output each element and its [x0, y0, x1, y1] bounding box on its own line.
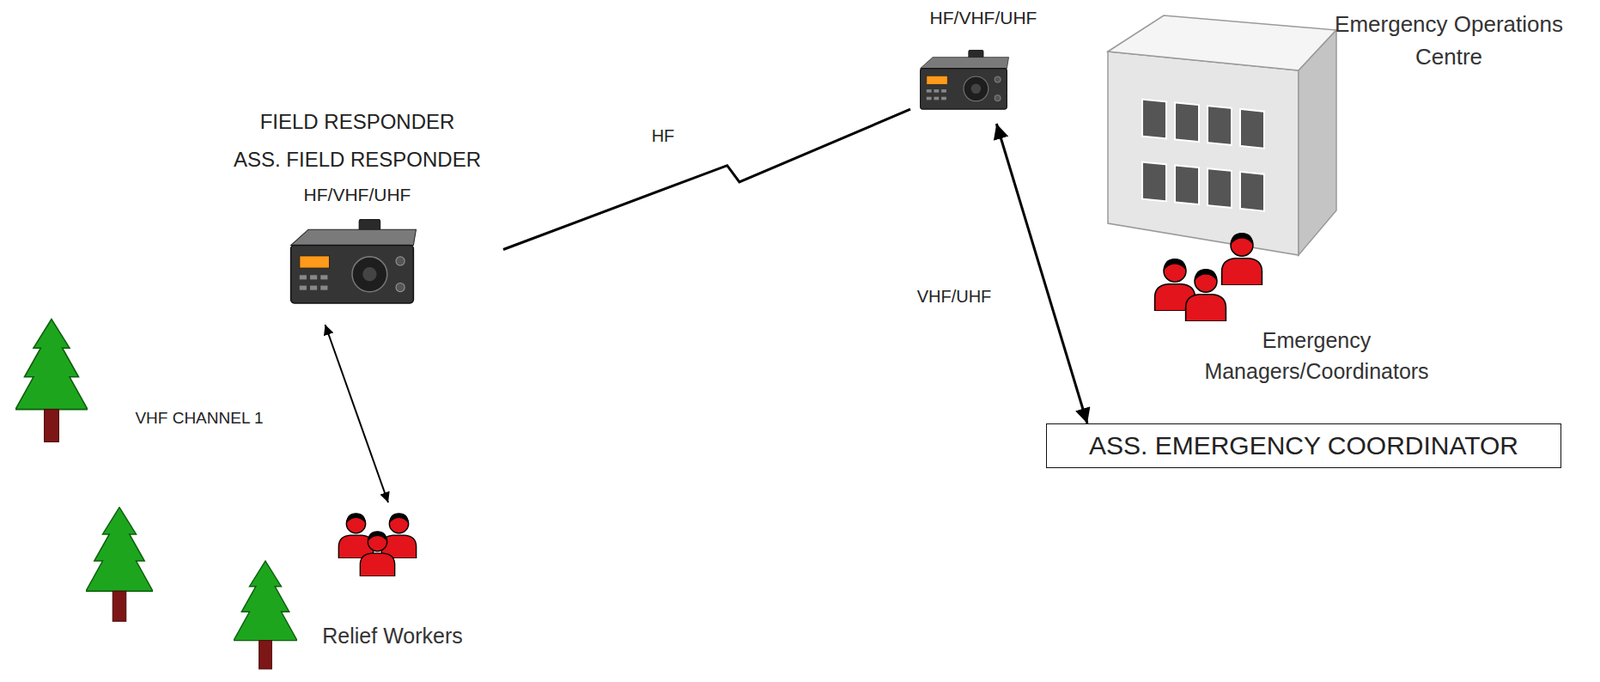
node-label: Emergency Managers/Coordinators: [1161, 324, 1472, 388]
radio-station: FIELD RESPONDER ASS. FIELD RESPONDER HF/VH…: [211, 109, 504, 325]
radio-station: HF/VHF/UHF: [910, 3, 1057, 124]
building-front: [1107, 51, 1299, 256]
link-arrow: [325, 324, 389, 503]
building-node: Emergency Operations CentreEmergency Man…: [1099, 3, 1594, 390]
window: [1174, 102, 1199, 142]
window: [1240, 109, 1265, 149]
building-icon: [1107, 15, 1337, 256]
radio-icon: [291, 219, 417, 304]
window: [1207, 105, 1232, 146]
node-label: FIELD RESPONDER: [211, 109, 504, 135]
tree-icon: [15, 319, 88, 443]
person-icon: [338, 512, 373, 559]
window: [1142, 162, 1167, 202]
radio-icon: [920, 49, 1010, 110]
tree-icon: [233, 560, 298, 670]
person-icon: [1186, 268, 1227, 322]
building-side: [1298, 30, 1337, 256]
person-icon: [381, 512, 416, 559]
window: [1142, 99, 1167, 140]
building-roof: [1107, 15, 1337, 71]
link-label: VHF CHANNEL 1: [132, 408, 266, 429]
window: [1174, 164, 1199, 205]
box-label: ASS. EMERGENCY COORDINATOR: [1088, 430, 1519, 462]
node-label: HF/VHF/UHF: [211, 183, 504, 206]
node-label: Emergency Operations Centre: [1307, 8, 1591, 74]
link-label: VHF/UHF: [914, 285, 995, 307]
radio-link: [503, 109, 911, 250]
node-label: ASS. FIELD RESPONDER: [211, 147, 504, 173]
person-icon: [1222, 232, 1263, 286]
link-arrow: [996, 123, 1088, 424]
window: [1207, 168, 1232, 208]
tree-icon: [85, 507, 153, 622]
person-icon: [359, 530, 395, 577]
role-box: ASS. EMERGENCY COORDINATOR: [1046, 423, 1562, 469]
building-windows: [1142, 99, 1265, 212]
node-label: HF/VHF/UHF: [910, 6, 1057, 29]
window: [1240, 171, 1265, 212]
node-label: Relief Workers: [306, 622, 479, 649]
group-node: Relief Workers: [306, 502, 479, 658]
link-label: HF: [649, 125, 678, 147]
